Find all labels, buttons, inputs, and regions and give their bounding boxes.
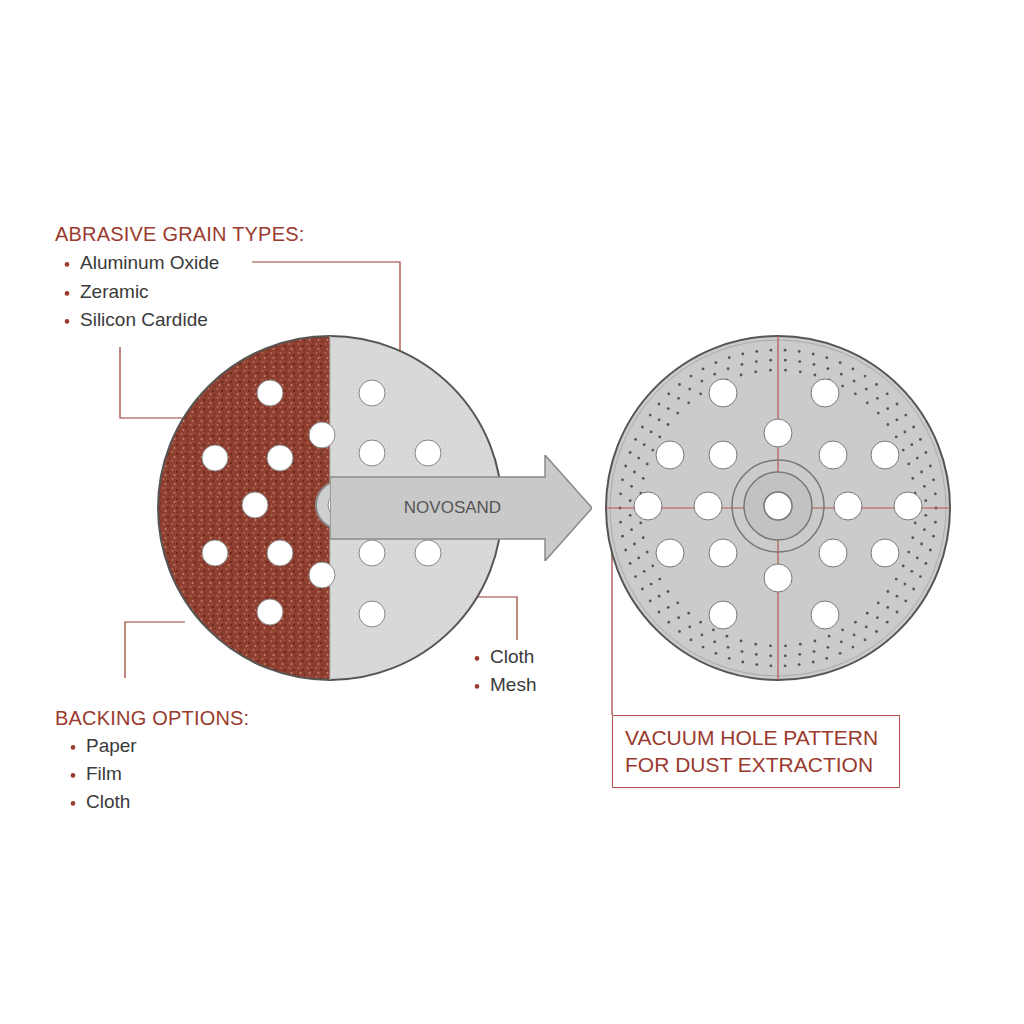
bullet	[65, 262, 70, 267]
arrow-label: NOVOSAND	[360, 455, 545, 561]
list-item: Zeramic	[80, 281, 149, 304]
list-item: Mesh	[490, 674, 536, 697]
callout-box: VACUUM HOLE PATTERN FOR DUST EXTRACTION	[612, 715, 900, 788]
list-item: Silicon Cardide	[80, 309, 208, 332]
list-heading: ABRASIVE GRAIN TYPES:	[55, 222, 304, 246]
bullet	[71, 773, 76, 778]
callout-text: VACUUM HOLE PATTERN FOR DUST EXTRACTION	[625, 724, 887, 779]
bullet	[65, 291, 70, 296]
list-item: Film	[86, 763, 122, 786]
list-heading: BACKING OPTIONS:	[55, 706, 249, 730]
bullet	[71, 745, 76, 750]
bullet	[475, 684, 480, 689]
bullet	[65, 319, 70, 324]
bullet	[475, 656, 480, 661]
bullet	[71, 801, 76, 806]
list-item: Cloth	[490, 646, 534, 669]
list-item: Paper	[86, 735, 137, 758]
list-item: Cloth	[86, 791, 130, 814]
sanding-disc-right	[606, 336, 950, 680]
list-item: Aluminum Oxide	[80, 252, 219, 275]
arrow-shape: NOVOSAND	[330, 455, 592, 561]
